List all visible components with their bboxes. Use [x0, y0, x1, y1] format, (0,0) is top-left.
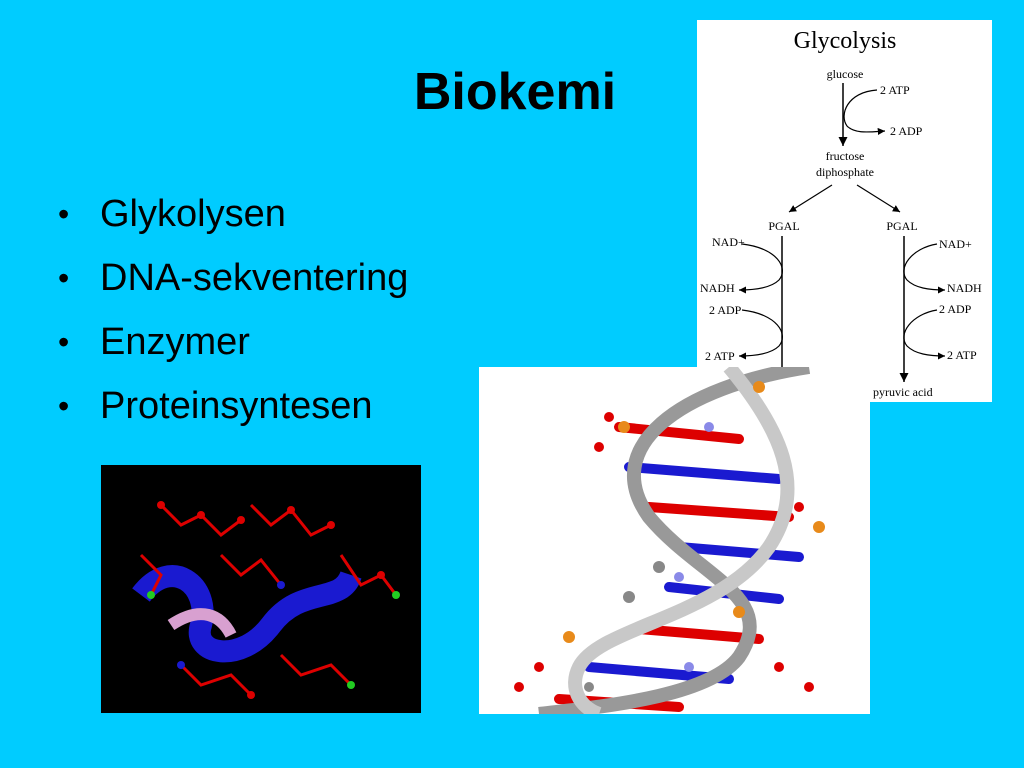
adp-curve-left — [738, 309, 783, 360]
bullet-dot: • — [58, 260, 70, 296]
label-nad-right: NAD+ — [939, 237, 972, 251]
protein-model-image — [101, 465, 421, 713]
dna-icon — [514, 367, 825, 714]
label-fructose: fructose — [826, 149, 865, 163]
dna-atoms — [514, 381, 825, 692]
dna-strand-a — [538, 367, 811, 714]
adp-curve-right — [903, 309, 946, 360]
protein-atoms — [147, 501, 400, 699]
label-atp-left: 2 ATP — [705, 349, 735, 363]
nad-curve-right — [903, 243, 946, 294]
label-nad-left: NAD+ — [712, 235, 745, 249]
bullet-item: • DNA-sekventering — [58, 252, 408, 316]
label-glucose: glucose — [827, 67, 864, 81]
protein-ribbon-pink — [167, 608, 237, 638]
arrow-split-right — [856, 184, 901, 213]
bullet-dot: • — [58, 324, 70, 360]
label-diphosphate: diphosphate — [816, 165, 874, 179]
label-adp-left: 2 ADP — [709, 303, 742, 317]
label-nadh-right: NADH — [947, 281, 982, 295]
bullet-item: • Enzymer — [58, 316, 408, 380]
bullet-text: DNA-sekventering — [100, 257, 409, 299]
dna-strand-b — [568, 367, 795, 714]
slide-title: Biokemi — [413, 63, 617, 121]
label-pyruvic: pyruvic acid — [873, 385, 933, 399]
dna-helix-image — [479, 367, 870, 714]
label-atp-in: 2 ATP — [880, 83, 910, 97]
nad-curve-left — [738, 243, 783, 294]
bullet-text: Enzymer — [100, 321, 250, 363]
bullet-dot: • — [58, 196, 70, 232]
label-nadh-left: NADH — [700, 281, 735, 295]
atp-curve — [843, 89, 886, 136]
arrow-split-left — [788, 184, 833, 213]
bullet-text: Glykolysen — [100, 193, 286, 235]
glycolysis-diagram: Glycolysis glucose 2 ATP 2 ADP fructose … — [697, 20, 992, 402]
label-adp-out: 2 ADP — [890, 124, 923, 138]
protein-side-chains — [139, 503, 398, 697]
bullet-text: Proteinsyntesen — [100, 385, 373, 427]
protein-icon — [132, 501, 400, 699]
glycolysis-svg: Glycolysis glucose 2 ATP 2 ADP fructose … — [700, 28, 982, 399]
glycolysis-heading: Glycolysis — [794, 28, 897, 54]
dna-base-pairs — [554, 422, 804, 712]
label-adp-right: 2 ADP — [939, 302, 972, 316]
bullet-list: • Glykolysen • DNA-sekventering • Enzymer •… — [58, 188, 408, 444]
label-pgal-left: PGAL — [768, 219, 799, 233]
label-pgal-right: PGAL — [886, 219, 917, 233]
bullet-item: • Glykolysen — [58, 188, 408, 252]
protein-ribbon — [132, 565, 362, 663]
bullet-dot: • — [58, 388, 70, 424]
label-atp-right: 2 ATP — [947, 348, 977, 362]
bullet-item: • Proteinsyntesen — [58, 380, 408, 444]
